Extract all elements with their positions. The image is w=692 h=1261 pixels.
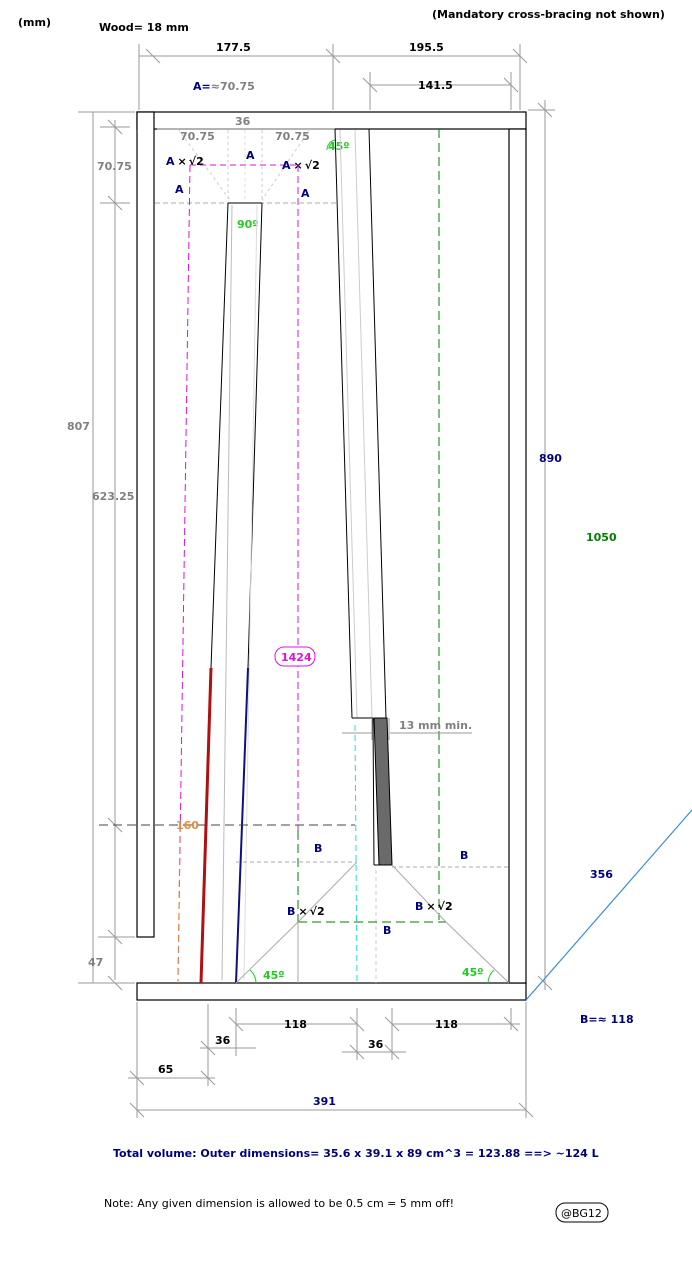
b-root2-left: B×√2 <box>287 905 325 918</box>
dim-36-top: 36 <box>235 115 251 128</box>
dim-70-side: 70.75 <box>97 160 132 173</box>
angle-45-bottom-right: 45º <box>462 966 484 979</box>
a-label-right: A <box>301 187 310 200</box>
dim-195: 195.5 <box>409 41 444 54</box>
arc-45-right <box>487 969 495 984</box>
dim-13-min: 13 mm min. <box>399 719 472 732</box>
dim-47: 47 <box>88 956 103 969</box>
a-label-center: A <box>246 149 255 162</box>
tolerance-note: Note: Any given dimension is allowed to … <box>104 1197 454 1210</box>
b-root2-right: B×√2 <box>415 900 453 913</box>
a-label-left: A <box>175 183 184 196</box>
left-dimension-lines <box>78 111 135 991</box>
dim-160: 160 <box>176 819 199 832</box>
wood-label: Wood= 18 mm <box>99 21 189 34</box>
units-label: (mm) <box>18 16 51 29</box>
b-label-right: B <box>460 849 468 862</box>
label-1424-box <box>274 646 316 667</box>
dim-391: 391 <box>313 1095 336 1108</box>
dim-36-left: 36 <box>215 1034 231 1047</box>
b-value-label: B=≈ 118 <box>580 1013 634 1026</box>
top-dimension-lines <box>138 44 528 110</box>
enclosure-walls <box>136 111 527 1001</box>
dim-141: 141.5 <box>418 79 453 92</box>
dim-356: 356 <box>590 868 613 881</box>
dim-70-right: 70.75 <box>275 130 310 143</box>
a-root2-right: A×√2 <box>282 159 320 172</box>
dim-36-mid: 36 <box>368 1038 384 1051</box>
dim-118-left: 118 <box>284 1018 307 1031</box>
dim-1050: 1050 <box>586 531 617 544</box>
bracing-note: (Mandatory cross-bracing not shown) <box>432 8 665 21</box>
divider-panel <box>373 717 393 866</box>
diag-356-line <box>525 809 692 1001</box>
dim-118-right: 118 <box>435 1018 458 1031</box>
b-region <box>235 861 511 984</box>
dim-1424: 1424 <box>281 651 312 664</box>
bottom-dimension-lines <box>128 1002 534 1118</box>
b-label-bottom: B <box>383 924 391 937</box>
a-root2-left: A×√2 <box>166 155 204 168</box>
angle-45-top: 45º <box>328 140 350 153</box>
dim-623: 623.25 <box>92 490 134 503</box>
b-label-left: B <box>314 842 322 855</box>
dim-65: 65 <box>158 1063 173 1076</box>
a-value-label: A=≈70.75 <box>193 80 255 93</box>
angle-90: 90º <box>237 218 259 231</box>
right-duct <box>334 128 393 984</box>
credit: @BG12 <box>561 1207 602 1220</box>
dim-890: 890 <box>539 452 562 465</box>
arc-45-left <box>249 969 257 984</box>
dim-807: 807 <box>67 420 90 433</box>
magenta-guides <box>177 164 299 984</box>
total-volume: Total volume: Outer dimensions= 35.6 x 3… <box>113 1147 599 1160</box>
credit-box <box>555 1202 609 1223</box>
right-dimension-lines <box>528 100 555 991</box>
min-13-dim <box>342 718 472 740</box>
dim-70-left: 70.75 <box>180 130 215 143</box>
dim-177: 177.5 <box>216 41 251 54</box>
arc-45-top <box>326 139 336 151</box>
left-duct <box>177 202 263 984</box>
angle-45-bottom-left: 45º <box>263 969 285 982</box>
